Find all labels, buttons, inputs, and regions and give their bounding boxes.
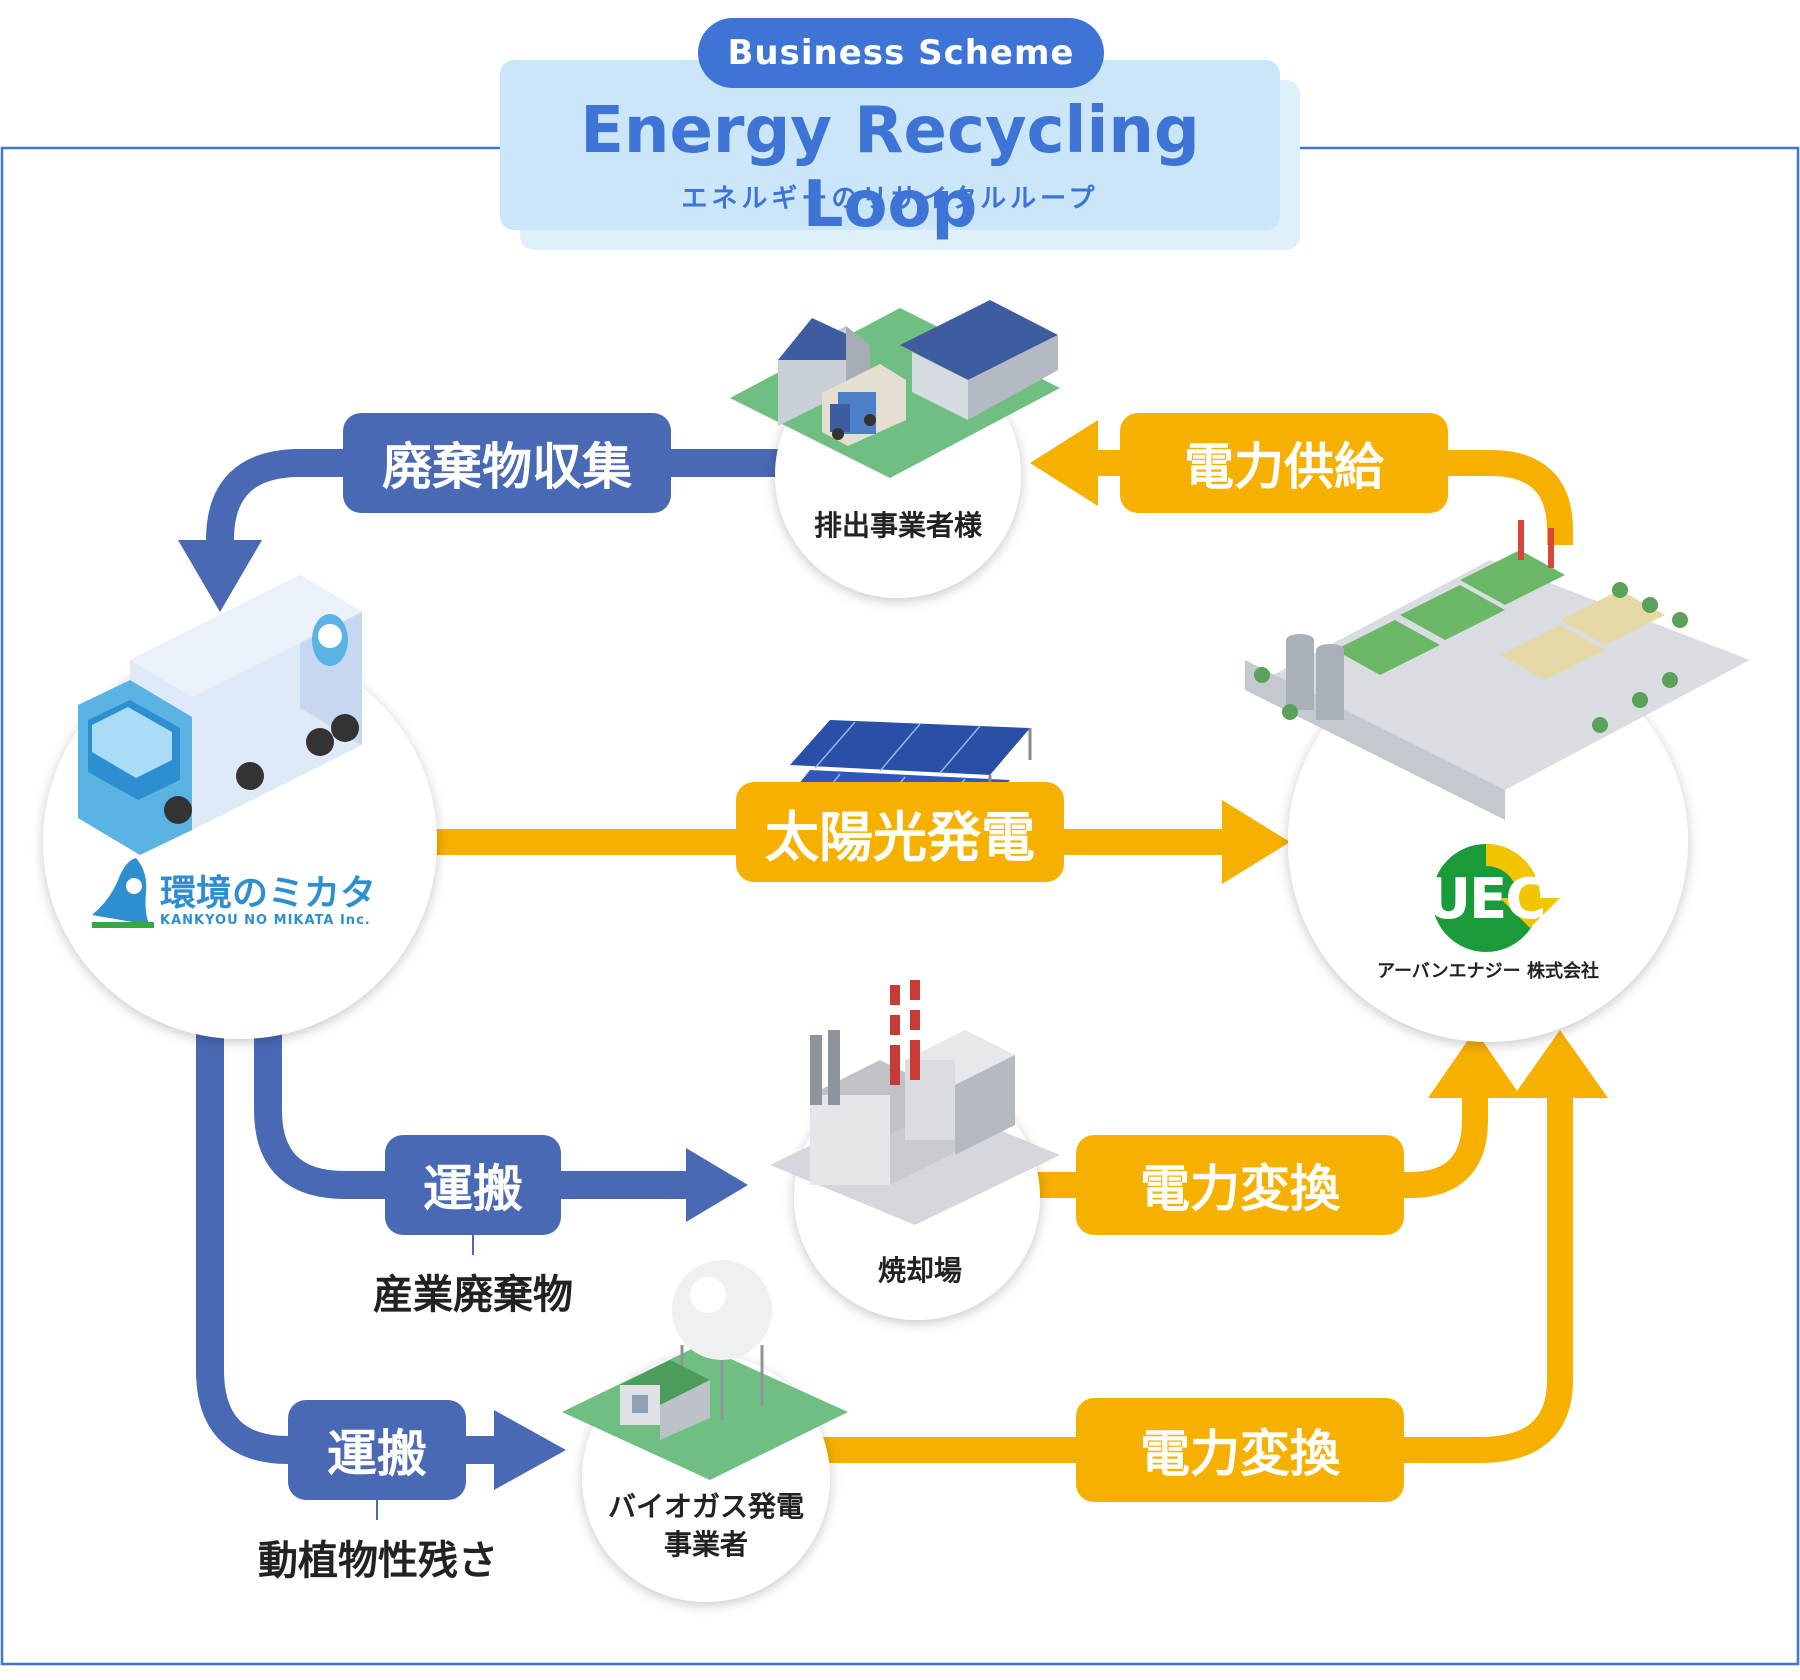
caption-connector-2 — [376, 1500, 378, 1520]
biogas-label: バイオガス発電 事業者 — [596, 1488, 816, 1564]
solar-arrow-head — [1222, 800, 1290, 884]
industrial-complex-icon — [1245, 520, 1750, 820]
caption-connector-1 — [472, 1235, 474, 1255]
left-arrow-head — [1030, 420, 1098, 506]
outer-frame — [0, 146, 1800, 1666]
kankyou-name-jp: 環境のミカタ — [160, 873, 377, 914]
discharger-label: 排出事業者様 — [813, 509, 982, 542]
biogas-label-line1: バイオガス発電 — [607, 1490, 804, 1523]
biogas-plant-icon — [562, 1260, 848, 1480]
orange-arrowheads — [1030, 420, 1608, 1098]
down-arrow-head — [178, 540, 262, 612]
up-arrow-head-1 — [1428, 1030, 1522, 1098]
uec-logo-text: UEC — [1425, 867, 1547, 932]
business-scheme-tag: Business Scheme — [698, 18, 1104, 88]
blue-arrowheads — [178, 540, 748, 1490]
truck-icon — [78, 575, 362, 855]
power-supply-label: 電力供給 — [1120, 413, 1448, 513]
incinerator-plant-icon — [770, 980, 1060, 1225]
uec-company-name: アーバンエナジー 株式会社 — [1377, 961, 1599, 982]
blue-flow-lines — [196, 449, 790, 1464]
industrial-waste-caption: 産業廃棄物 — [373, 1272, 573, 1318]
solar-power-label: 太陽光発電 — [736, 782, 1064, 882]
waste-collection-label: 廃棄物収集 — [343, 413, 671, 513]
title-panel — [500, 60, 1280, 230]
right-arrow-head-2 — [494, 1410, 566, 1490]
organic-residue-caption: 動植物性残さ — [258, 1538, 498, 1584]
up-arrow-head-2 — [1512, 1030, 1608, 1098]
transport-label-1: 運搬 — [385, 1135, 561, 1235]
page-subtitle: エネルギーのリサイクルループ — [681, 184, 1099, 214]
uec-logo-mark — [1432, 844, 1560, 952]
transport-label-2: 運搬 — [288, 1400, 466, 1500]
kankyou-name-en: KANKYOU NO MIKATA Inc. — [160, 913, 371, 928]
kankyou-mascot-icon — [92, 858, 154, 928]
factory-building-icon — [730, 300, 1060, 478]
power-conversion-label-2: 電力変換 — [1076, 1398, 1404, 1502]
biogas-label-line2: 事業者 — [663, 1527, 748, 1561]
page-title: Energy Recycling Loop — [580, 94, 1200, 242]
incinerator-label: 焼却場 — [877, 1254, 962, 1287]
right-arrow-head-1 — [686, 1148, 748, 1222]
power-conversion-label-1: 電力変換 — [1076, 1135, 1404, 1235]
